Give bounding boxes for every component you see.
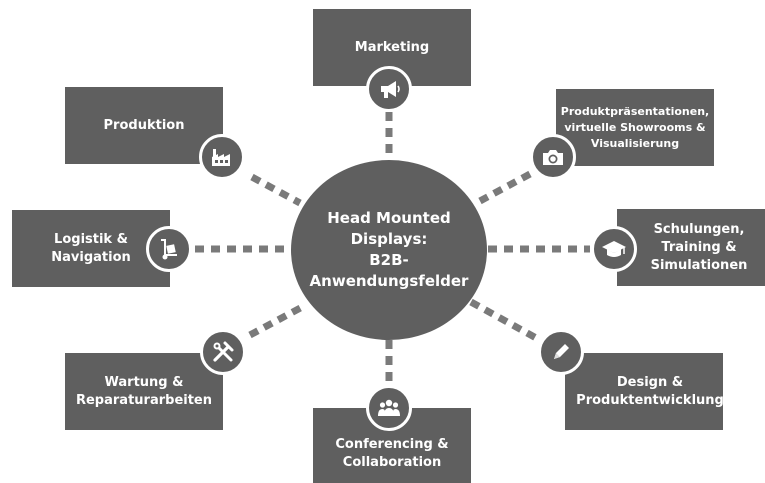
center-title-line: B2B-Anwendungsfelder [309,251,469,290]
node-label: virtuelle Showrooms & [564,120,706,134]
node-label: Produktion [103,117,185,133]
node-label: Marketing [354,39,430,55]
center-title-line: Displays: [350,230,428,248]
node-label: Wartung & [104,374,184,390]
connector-design [469,298,540,343]
camera-icon [530,134,576,180]
node-label: Schulungen, [653,221,745,237]
node-label: Simulationen [650,257,748,273]
node-label: Design & [616,374,684,390]
node-label: Reparaturarbeiten [75,392,213,408]
node-label: Produktentwicklung [576,392,724,408]
node-produktion: Produktion [65,87,223,164]
connector-produktpraesentationen [478,170,532,205]
node-label: Conferencing & [335,436,449,452]
node-label: Training & [661,239,737,255]
node-schulungen: Schulungen, Training & Simulationen [617,209,765,286]
node-label: Visualisierung [590,136,680,150]
node-label: Collaboration [342,454,442,470]
center-title-line: Head Mounted [327,209,451,227]
node-label: Produktpräsentationen, [560,104,710,118]
node-design: Design & Produktentwicklung [565,353,724,430]
center-hub: Head Mounted Displays: B2B-Anwendungsfel… [291,160,487,340]
connector-produktion [250,173,302,207]
pencil-icon [538,329,584,375]
tools-icon [200,329,246,375]
megaphone-icon [366,66,412,112]
connector-wartung [248,302,306,339]
node-label: Navigation [51,249,131,265]
node-produktpraesentationen: Produktpräsentationen, virtuelle Showroo… [556,89,714,166]
hand-truck-icon [146,226,192,272]
graduation-cap-icon [591,226,637,272]
people-group-icon [366,385,412,431]
node-logistik: Logistik & Navigation [12,210,170,287]
node-label: Logistik & [54,231,128,247]
factory-icon [199,134,245,180]
node-wartung: Wartung & Reparaturarbeiten [65,353,223,430]
